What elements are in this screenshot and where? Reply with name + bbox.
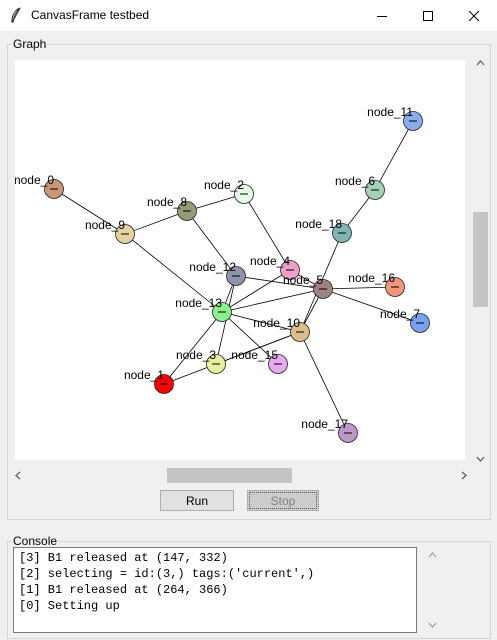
graph-node-node-18[interactable]: node_18 <box>295 217 352 243</box>
graph-node-label: node_17 <box>301 417 348 431</box>
graph-node-node-12[interactable]: node_12 <box>189 260 246 286</box>
maximize-button[interactable] <box>405 0 451 31</box>
graph-node-label: node_18 <box>295 217 342 231</box>
graph-node-node-16[interactable]: node_16 <box>348 271 405 297</box>
console-frame <box>7 541 491 639</box>
graph-node-label: node_8 <box>147 195 187 209</box>
graph-node-label: node_9 <box>85 218 125 232</box>
graph-node-label: node_15 <box>231 348 278 362</box>
graph-node-node-8[interactable]: node_8 <box>147 195 197 221</box>
graph-edge <box>215 331 301 365</box>
graph-node-node-5[interactable]: node_5 <box>283 273 333 299</box>
run-button[interactable]: Run <box>160 490 234 511</box>
scroll-up-arrow-icon[interactable] <box>472 55 489 72</box>
graph-edge <box>221 288 324 313</box>
graph-node-label: node_1 <box>124 368 164 382</box>
graph-frame <box>7 44 491 520</box>
graph-edge <box>221 311 301 333</box>
graph-node-label: node_6 <box>335 174 375 188</box>
console-line: [0] Setting up <box>19 599 120 613</box>
graph-edge <box>186 210 237 277</box>
maximize-icon <box>423 10 433 21</box>
graph-edge <box>163 311 223 385</box>
graph-horizontal-scrollbar[interactable] <box>10 467 472 484</box>
graph-node-node-7[interactable]: node_7 <box>380 307 430 333</box>
minimize-button[interactable] <box>359 0 405 31</box>
console-scroll-up-arrow-icon[interactable] <box>424 547 441 564</box>
console-line: [3] B1 released at (147, 332) <box>19 551 228 565</box>
graph-node-label: node_13 <box>175 296 222 310</box>
graph-edge <box>53 188 126 235</box>
graph-node-node-6[interactable]: node_6 <box>335 174 385 200</box>
graph-node-label: node_16 <box>348 271 395 285</box>
graph-edge <box>322 286 396 290</box>
graph-vertical-scrollbar[interactable] <box>472 55 489 467</box>
graph-edge <box>186 193 245 212</box>
graph-node-node-10[interactable]: node_10 <box>253 316 310 342</box>
graph-edge <box>374 120 414 191</box>
graph-node-node-15[interactable]: node_15 <box>231 348 288 374</box>
graph-edge <box>221 311 279 365</box>
console-frame-label: Console <box>12 534 59 548</box>
graph-node-label: node_2 <box>204 178 244 192</box>
close-icon <box>468 10 480 21</box>
minimize-icon <box>377 15 387 17</box>
feather-icon <box>11 7 21 23</box>
graph-node-node-17[interactable]: node_17 <box>301 417 358 443</box>
graph-node-node-9[interactable]: node_9 <box>85 218 135 244</box>
graph-frame-label: Graph <box>12 37 48 51</box>
graph-node-label: node_12 <box>189 260 236 274</box>
stop-button[interactable]: Stop <box>247 490 319 511</box>
graph-svg[interactable]: node_0node_1node_2node_3node_4node_6node… <box>14 60 465 460</box>
graph-node-node-4[interactable]: node_4 <box>250 254 300 280</box>
graph-node-node-2[interactable]: node_2 <box>204 178 254 204</box>
close-button[interactable] <box>451 0 497 31</box>
console-scroll-down-arrow-icon[interactable] <box>424 616 441 633</box>
graph-node-node-3[interactable]: node_3 <box>176 348 226 374</box>
graph-node-label: node_4 <box>250 254 290 268</box>
graph-node-label: node_7 <box>380 307 420 321</box>
graph-edge <box>235 275 324 290</box>
console-vertical-scrollbar[interactable] <box>424 547 441 633</box>
scroll-right-arrow-icon[interactable] <box>455 467 472 484</box>
console-output[interactable]: [3] B1 released at (147, 332) [2] select… <box>13 547 417 633</box>
console-line: [1] B1 released at (264, 366) <box>19 583 228 597</box>
graph-node-label: node_5 <box>283 273 323 287</box>
graph-edge <box>322 288 421 324</box>
vertical-scroll-thumb[interactable] <box>473 212 488 307</box>
graph-edge <box>124 233 223 313</box>
graph-edge <box>124 210 188 235</box>
graph-edge <box>243 193 291 271</box>
scroll-down-arrow-icon[interactable] <box>472 450 489 467</box>
graph-node-label: node_11 <box>367 105 413 119</box>
graph-node-node-13[interactable]: node_13 <box>175 296 232 322</box>
graph-node-node-0[interactable]: node_0 <box>14 173 64 199</box>
graph-node-label: node_10 <box>253 316 300 330</box>
graph-node-label: node_3 <box>176 348 216 362</box>
title-bar: CanvasFrame testbed <box>0 0 497 31</box>
graph-node-label: node_0 <box>15 173 54 187</box>
graph-node-node-1[interactable]: node_1 <box>124 368 174 394</box>
console-line: [2] selecting = id:(3,) tags:('current',… <box>19 567 315 581</box>
graph-edge <box>221 269 291 313</box>
horizontal-scroll-thumb[interactable] <box>167 468 292 483</box>
graph-edge <box>299 331 349 434</box>
window-title: CanvasFrame testbed <box>31 8 150 22</box>
scroll-left-arrow-icon[interactable] <box>10 467 27 484</box>
graph-node-node-11[interactable]: node_11 <box>367 105 423 131</box>
